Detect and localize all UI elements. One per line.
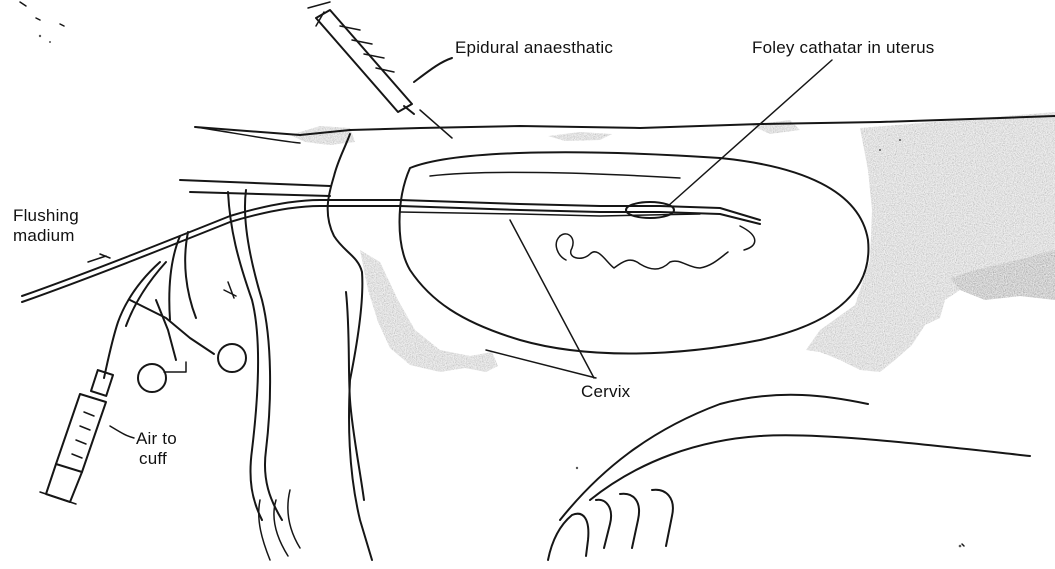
- foley-catheter: [320, 200, 760, 269]
- flow-down-arrow-icon: [224, 282, 236, 298]
- flushing-medium-label-line2: madium: [13, 226, 75, 245]
- foley-catheter-label: Foley cathatar in uterus: [752, 38, 934, 57]
- clamp-assembly: [104, 232, 246, 392]
- epidural-pointer: [420, 110, 452, 138]
- vaginal-canal: [228, 134, 372, 560]
- clamp-handle-icon-2: [138, 364, 166, 392]
- uterus-outline: [400, 152, 869, 353]
- speckles: [39, 35, 962, 548]
- cervix-pointer: [486, 220, 596, 378]
- flow-arrow-icon: [88, 254, 110, 262]
- cervix-label: Cervix: [581, 382, 630, 401]
- air-syringe-icon: [40, 370, 134, 504]
- air-to-cuff-label-line1: Air to: [136, 429, 177, 448]
- air-to-cuff-label-line2: cuff: [139, 449, 167, 468]
- clamp-handle-icon: [218, 344, 246, 372]
- flushing-medium-label-line1: Flushing: [13, 206, 79, 225]
- rectal-wall-shading: [806, 112, 1055, 372]
- hind-leg-outline: [548, 395, 1030, 560]
- epidural-syringe-icon: [308, 2, 452, 114]
- foley-pointer: [668, 60, 832, 206]
- epidural-label: Epidural anaesthatic: [455, 38, 613, 57]
